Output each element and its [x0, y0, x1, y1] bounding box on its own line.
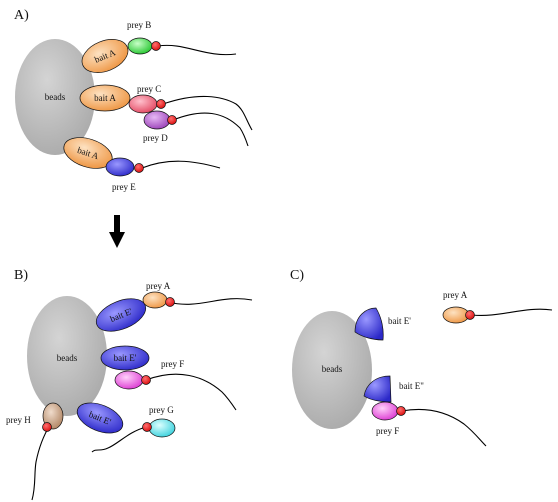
- bait-e-prime-top: [95, 298, 147, 332]
- prey-b: [127, 37, 153, 55]
- prey-f-c: [371, 401, 399, 421]
- thread-prey-c: [162, 95, 253, 131]
- bait-e-prime-middle-label: bait E': [114, 353, 137, 363]
- beads-a-label: beads: [45, 92, 66, 102]
- prey-a-b-label: prey A: [146, 281, 171, 291]
- prey-h-label: prey H: [6, 415, 31, 425]
- tag-prey-c: [156, 99, 166, 109]
- prey-a-c: [442, 306, 470, 324]
- thread-prey-a-b: [167, 298, 253, 305]
- prey-a-b: [142, 291, 168, 309]
- beads-c: [292, 311, 372, 429]
- prey-c: [128, 94, 158, 114]
- prey-b-label: prey B: [127, 20, 151, 30]
- bait-e-prime-bottom: [76, 402, 124, 434]
- prey-g: [148, 418, 176, 438]
- bait-e-prime-middle: [100, 345, 150, 371]
- prey-d: [143, 110, 171, 130]
- beads-b-label: beads: [57, 353, 78, 363]
- bait-a-top: [81, 39, 129, 73]
- tag-prey-b: [151, 41, 161, 51]
- panel-b-label: B): [14, 268, 28, 283]
- down-arrow: [109, 215, 125, 248]
- prey-e: [105, 157, 135, 177]
- bait-e-double-bottom-label: bait E": [399, 381, 424, 391]
- bait-e-double-top: [354, 307, 384, 341]
- thread-prey-a-c: [471, 308, 553, 317]
- panel-c-label: C): [290, 268, 304, 283]
- thread-prey-e: [141, 160, 221, 169]
- prey-f-b: [114, 370, 144, 390]
- thread-prey-f-c: [401, 408, 487, 447]
- bait-a-middle-label: bait A: [94, 93, 116, 103]
- prey-f-c-label: prey F: [376, 426, 399, 436]
- panel-a: A) beads bait A prey B bait A prey C pre…: [14, 8, 253, 192]
- tag-prey-g: [142, 422, 152, 432]
- prey-c-label: prey C: [137, 84, 161, 94]
- beads-a: [15, 39, 95, 155]
- thread-prey-b: [157, 44, 237, 56]
- prey-d-label: prey D: [143, 133, 168, 143]
- tag-prey-h: [42, 422, 52, 432]
- thread-prey-d: [172, 112, 249, 147]
- prey-a-c-label: prey A: [443, 290, 468, 300]
- tag-prey-e: [134, 163, 144, 173]
- tag-prey-f-c: [396, 406, 406, 416]
- thread-prey-h: [31, 424, 51, 501]
- prey-e-label: prey E: [112, 182, 136, 192]
- tag-prey-d: [167, 115, 177, 125]
- bait-e-double-top-label: bait E': [388, 316, 411, 326]
- bait-a-middle: [79, 84, 131, 112]
- bait-e-double-bottom: [363, 375, 392, 403]
- panel-a-label: A): [14, 8, 29, 23]
- tag-prey-a-c: [465, 310, 475, 320]
- thread-prey-f-b: [145, 373, 237, 411]
- panel-b: B) beads bait E' prey A bait E' prey F b…: [6, 268, 253, 501]
- beads-c-label: beads: [322, 364, 343, 374]
- beads-b: [27, 296, 107, 416]
- tag-prey-f-b: [141, 375, 151, 385]
- panel-c: C) beads bait E' prey A bait E" prey F: [290, 268, 553, 447]
- prey-f-b-label: prey F: [161, 359, 184, 369]
- prey-g-label: prey G: [149, 405, 174, 415]
- tag-prey-a-b: [165, 297, 175, 307]
- thread-prey-g-b: [91, 426, 147, 453]
